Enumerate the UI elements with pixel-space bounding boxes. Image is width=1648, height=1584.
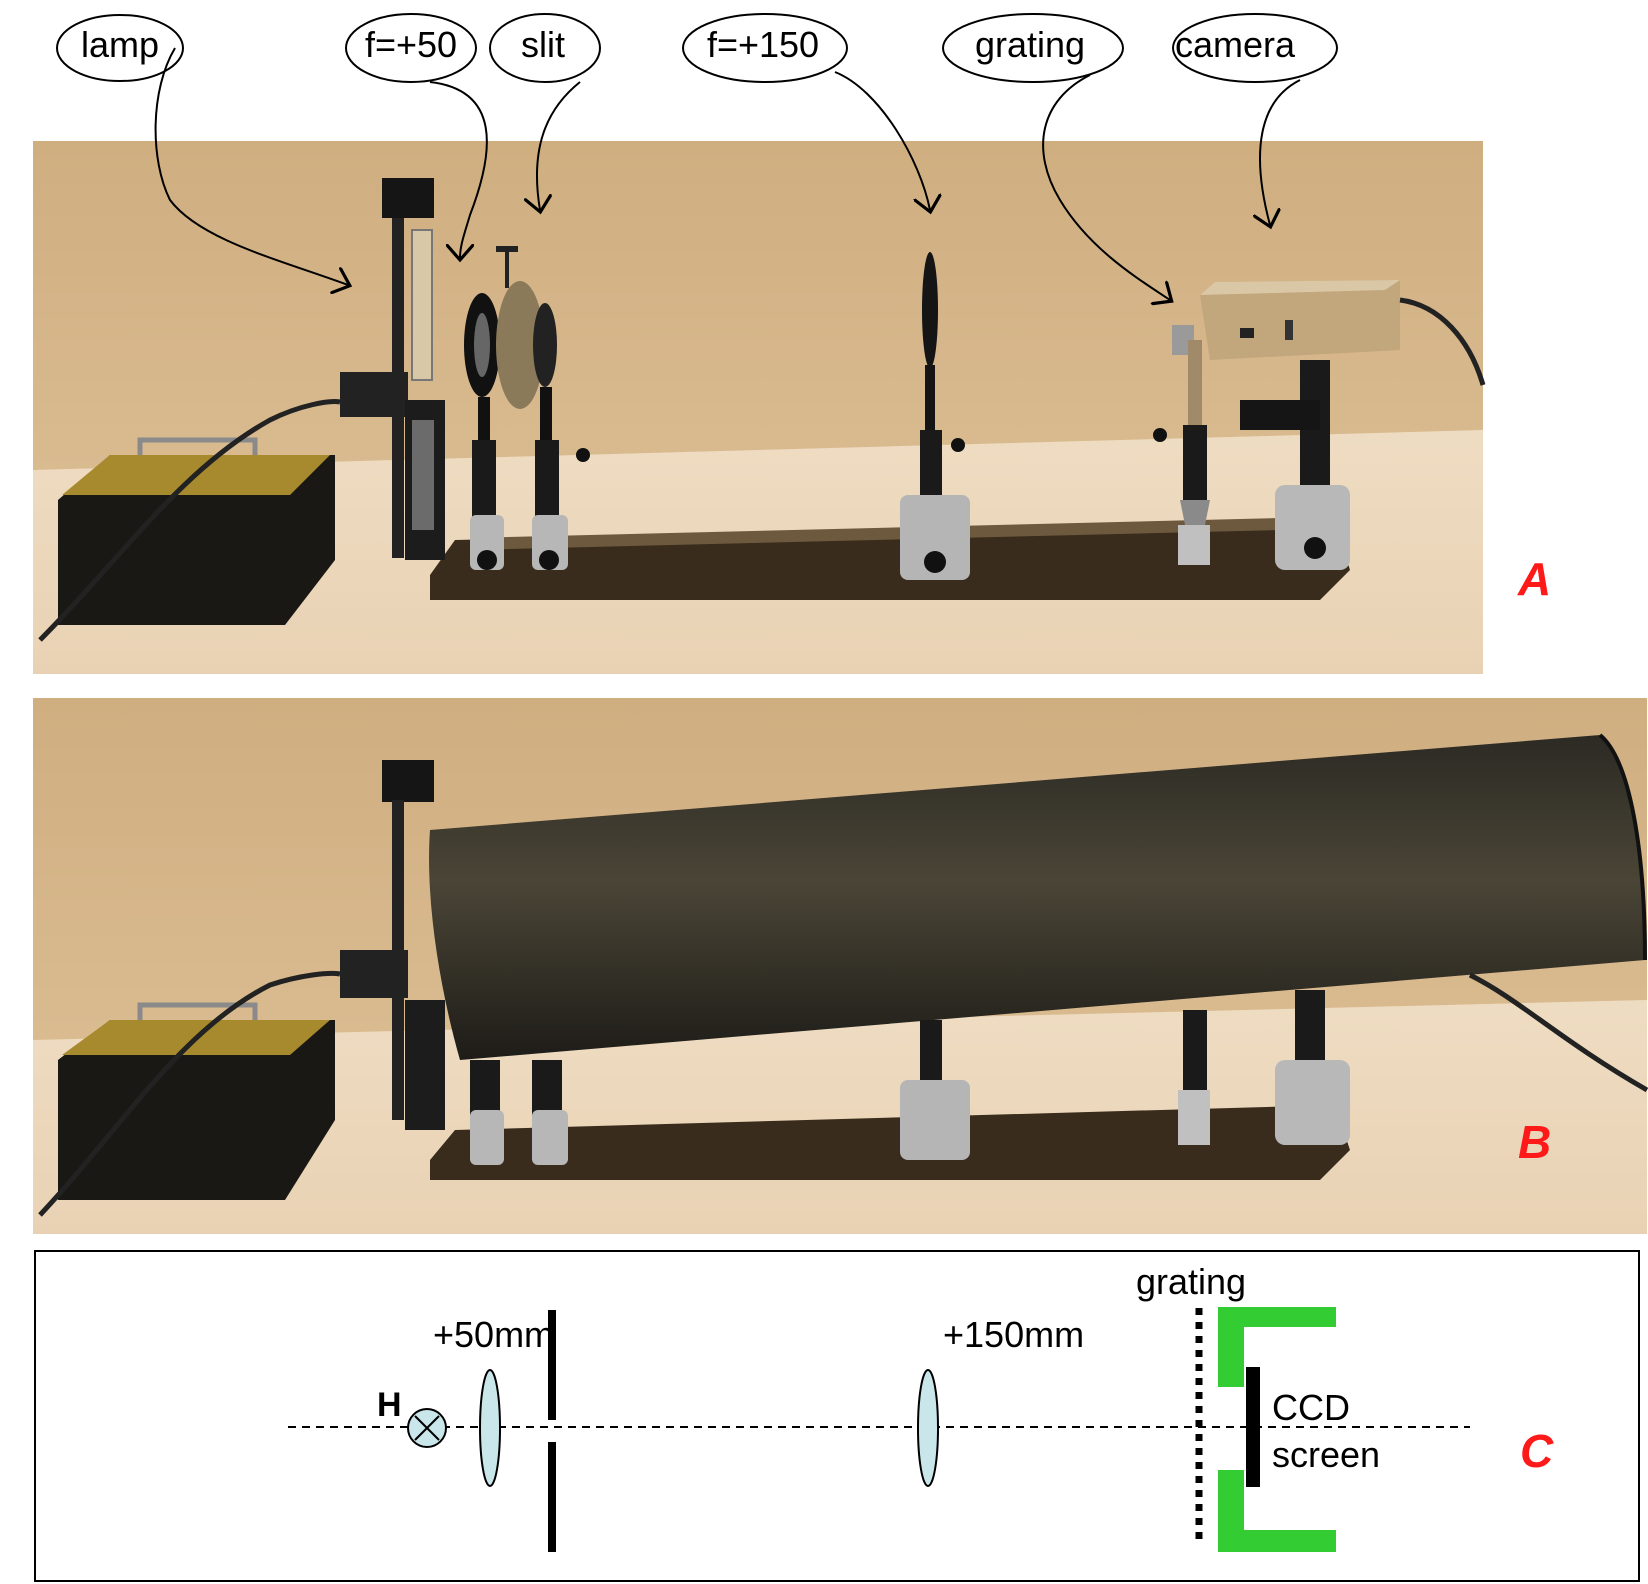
lens-150-symbol (917, 1369, 939, 1487)
schematic-panel-c: H +50mm +150mm grating CCD screen (34, 1250, 1640, 1582)
callout-slit-label: slit (521, 24, 565, 65)
callout-slit-arrow (537, 81, 581, 210)
lamp-power-supply (38, 399, 341, 642)
panel-label-b: B (1518, 1116, 1551, 1168)
callout-lens-150: f=+150 (682, 13, 930, 210)
schematic-frame (34, 1250, 1640, 1582)
camera-body (1200, 280, 1486, 570)
callout-lamp: lamp (56, 14, 348, 285)
lens-150-mount (900, 252, 970, 580)
callout-lamp-label: lamp (81, 24, 159, 65)
callout-lens-150-label: f=+150 (707, 24, 819, 65)
black-cover-tube (429, 733, 1648, 1093)
lamp-holder-b (340, 760, 445, 1130)
ccd-sensor-symbol (1246, 1367, 1260, 1487)
callout-grating-label: grating (975, 24, 1085, 65)
callout-grating: grating (942, 13, 1170, 300)
callout-grating-arrow (1042, 74, 1170, 300)
screen-label: screen (1272, 1434, 1380, 1475)
photo-panel-a (33, 141, 1486, 674)
panel-label-c: C (1520, 1425, 1554, 1477)
lens-150-label: +150mm (943, 1314, 1084, 1355)
slit-upper-jaw (548, 1310, 556, 1420)
slit-mount (496, 246, 590, 570)
photo-panel-b (33, 698, 1648, 1234)
callout-camera-label: camera (1175, 24, 1296, 65)
slit-lower-jaw (548, 1442, 556, 1552)
callout-lamp-arrow (154, 47, 348, 285)
callout-lens-50: f=+50 (345, 13, 488, 258)
lens-50-label: +50mm (433, 1314, 554, 1355)
camera-housing-symbol (1218, 1307, 1336, 1552)
lamp-power-supply-b (38, 970, 341, 1217)
panel-label-a: A (1517, 553, 1551, 605)
source-label: H (377, 1386, 402, 1424)
lens-50-symbol (479, 1369, 501, 1487)
grating-label: grating (1136, 1261, 1246, 1302)
grating-mount (1153, 325, 1210, 565)
callout-slit: slit (489, 13, 601, 210)
ccd-label: CCD (1272, 1387, 1350, 1428)
lamp-symbol (407, 1408, 447, 1448)
lamp-holder (340, 178, 445, 560)
callout-lens-50-arrow (429, 81, 488, 258)
callout-camera-arrow (1260, 79, 1301, 225)
optical-rail-b (430, 1105, 1350, 1180)
callout-camera: camera (1172, 13, 1338, 225)
mounts-b (470, 990, 1350, 1165)
optical-rail (430, 518, 1350, 600)
callout-lens-50-label: f=+50 (365, 24, 457, 65)
lens-50-mount (464, 293, 504, 570)
callout-lens-150-arrow (834, 71, 930, 210)
